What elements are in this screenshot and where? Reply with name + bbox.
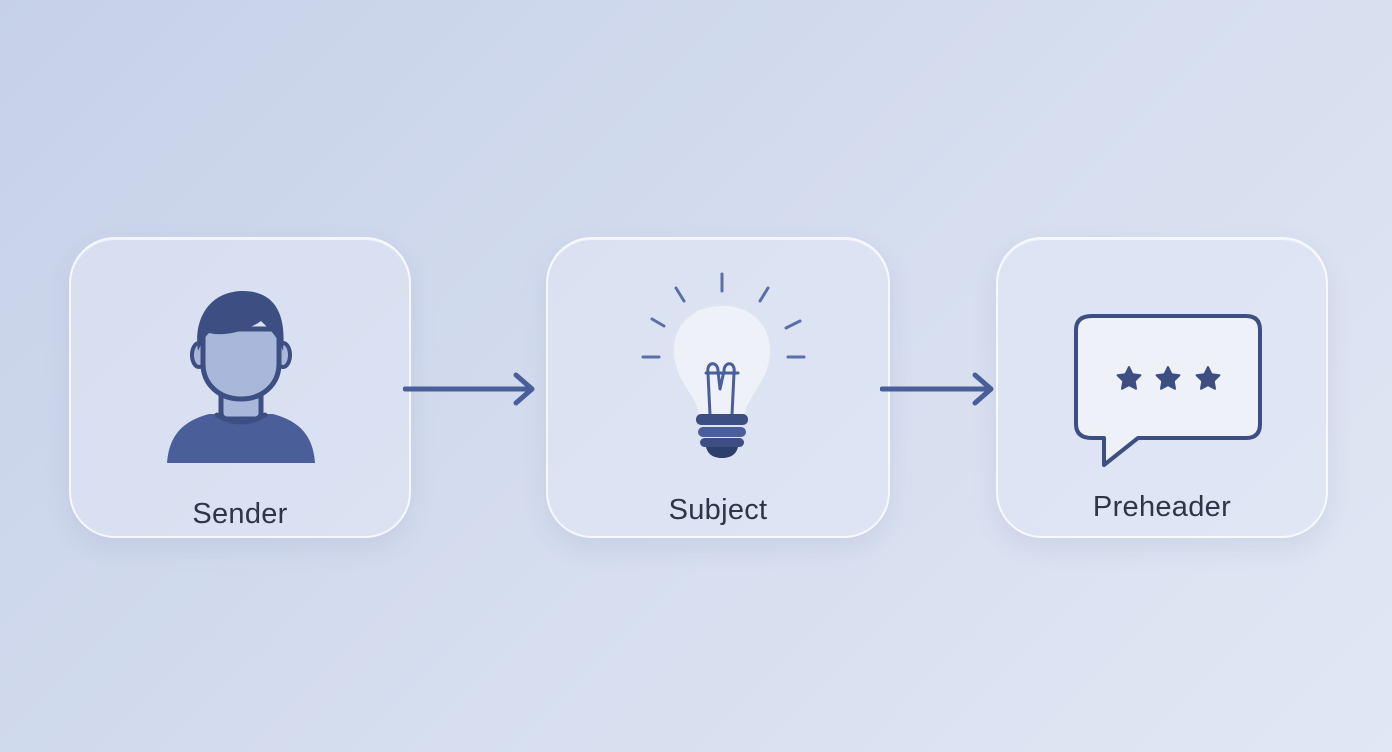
arrow-right-icon [403,372,535,406]
subject-card: Subject [546,237,890,538]
subject-label: Subject [668,494,768,526]
preheader-label: Preheader [1092,491,1232,523]
lightbulb-icon [641,272,806,458]
arrow-right-icon [880,372,994,406]
sender-card: Sender [69,237,411,538]
preheader-card: Preheader [996,237,1328,538]
chat-bubble-stars-icon [1074,314,1262,467]
sender-label: Sender [192,498,288,530]
person-icon [167,291,315,463]
